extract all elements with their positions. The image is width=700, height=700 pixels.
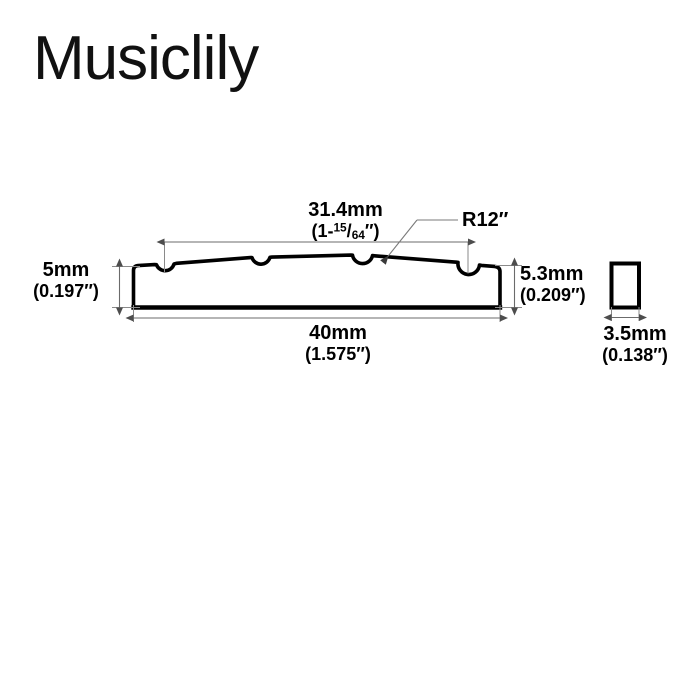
label-height-right-metric: 5.3mm (520, 263, 584, 285)
label-bottom-width: 40mm (1.575″) (258, 322, 418, 364)
label-height-right-imperial: (0.209″) (520, 284, 586, 305)
nut-front-profile (131, 253, 503, 310)
label-radius: R12″ (462, 209, 542, 232)
label-bottom-width-imperial: (1.575″) (305, 343, 371, 364)
label-top-string-spacing: 31.4mm (1-15/64″) (238, 199, 453, 242)
leader-radius-r12 (380, 219, 458, 265)
label-thickness-metric: 3.5mm (603, 323, 667, 345)
imperial-slash: / (346, 220, 352, 241)
label-height-left-imperial: (0.197″) (33, 280, 99, 301)
brand-logo: Musiclily (33, 24, 259, 93)
label-top-string-spacing-imperial: (1-15/64″) (238, 220, 453, 242)
label-height-left: 5mm (0.197″) (18, 259, 114, 301)
label-thickness-imperial: (0.138″) (602, 344, 668, 365)
dimension-top-string-spacing (156, 238, 476, 274)
dimension-height-left (112, 258, 140, 316)
label-height-right: 5.3mm (0.209″) (520, 263, 624, 305)
label-top-string-spacing-metric: 31.4mm (308, 199, 383, 221)
imperial-tail: ″) (364, 220, 380, 241)
imperial-whole: (1- (311, 220, 334, 241)
dimension-thickness (603, 307, 647, 321)
label-radius-value: R12″ (462, 209, 509, 231)
imperial-denominator: 64 (351, 227, 365, 242)
nut-side-profile (609, 261, 641, 310)
label-thickness: 3.5mm (0.138″) (580, 323, 690, 365)
label-bottom-width-metric: 40mm (309, 322, 367, 344)
dimension-bottom-width (125, 305, 508, 322)
imperial-numerator: 15 (333, 220, 347, 235)
label-height-left-metric: 5mm (42, 259, 90, 281)
